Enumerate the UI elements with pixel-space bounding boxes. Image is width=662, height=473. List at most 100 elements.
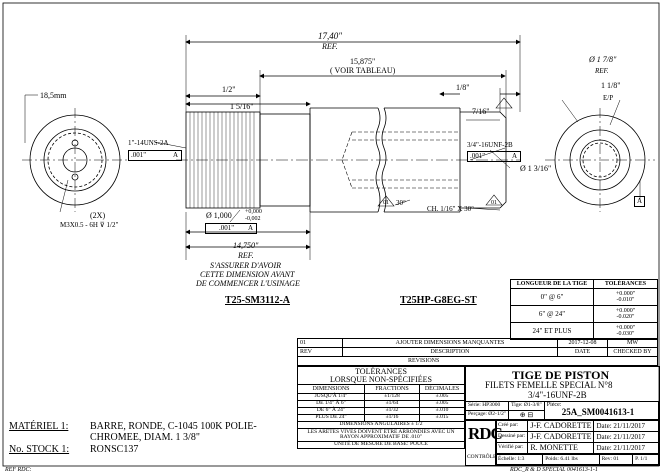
revision: Rev: 01 — [598, 454, 634, 465]
rev-header: REV — [297, 347, 343, 357]
table-length: 15,875" — [350, 57, 376, 66]
chamfer-angle: 30° — [396, 199, 406, 207]
dim-7-16: 7/16" — [472, 107, 490, 116]
verifie-date: Date: 21/11/2017 — [593, 442, 659, 454]
piece-number: 25A_SM0041613-1 — [561, 407, 635, 417]
tol-value-mid: .001" — [219, 224, 235, 232]
signature-table: Créé par: J-F. CADORETTE Date: 21/11/201… — [494, 420, 659, 454]
diam-1-3-16: Ø 1 3/16" — [520, 164, 552, 173]
tol-value-right: .001" — [470, 152, 486, 160]
length-header: LONGUEUR DE LA TIGE — [510, 279, 594, 289]
left-diameter: 18,5mm — [40, 91, 67, 100]
stock-label: No. STOCK 1: — [9, 444, 70, 455]
diam-1000: Ø 1,000 — [206, 211, 232, 220]
datum-right: A — [512, 152, 518, 160]
logo-box: RDC CONTRÔLE — [465, 420, 503, 466]
part-subtitle-2: 3/4"-16UNF-2B — [528, 390, 587, 400]
tol-frame-left: .001" A — [128, 150, 182, 161]
tol-plus-value: +0.000" — [615, 291, 636, 297]
material-label: MATÉRIEL 1: — [9, 421, 69, 432]
side-view — [154, 35, 521, 260]
view-label-left: T25-SM3112-A — [225, 295, 290, 306]
verifie-value: R. MONETTE — [527, 442, 595, 454]
overall-length: 17,40" — [318, 31, 343, 41]
revisions-table: 01 AJOUTER DIMENSIONS MANQUANTES 2017-12… — [297, 338, 658, 366]
ref-length-ref: REF. — [238, 251, 254, 260]
checked-header: CHECKED BY — [607, 347, 658, 357]
length-cell: 0" @ 6" — [510, 288, 594, 306]
length-cell: 6" @ 24" — [510, 305, 594, 323]
tol-minus-value: -0.020" — [616, 314, 635, 320]
table-row: 0" @ 6" +0.000"-0.010" — [510, 288, 658, 306]
tol-minus-value: -0.010" — [616, 297, 635, 303]
chamfer-num2: 01 — [491, 200, 497, 206]
right-diameter: Ø 1 7/8" — [589, 55, 617, 64]
projection-symbol: ⊕ ⊟ — [508, 410, 545, 420]
holes-qty: (2X) — [90, 211, 106, 220]
tol-edges-1: LES ARÊTES VIVES DOIVENT ÊTRE ARRONDIES … — [307, 428, 455, 435]
dessine-value: J-F. CADORETTE — [527, 431, 595, 443]
revisions-title: REVISIONS — [297, 356, 658, 366]
company-logo: RDC — [468, 424, 503, 443]
rev-date: 2017-12-08 — [557, 338, 608, 348]
right-ep: E/P — [603, 94, 614, 102]
tige: Tige: Ø1-3/8" — [508, 401, 545, 411]
cree-date: Date: 21/11/2017 — [593, 420, 659, 432]
tol-edges: LES ARÊTES VIVES DOIVENT ÊTRE ARRONDIES … — [297, 428, 465, 442]
tol-unit: UNITÉ DE MESURE DE BASE: POUCE — [297, 441, 465, 449]
tolerance-header: TOLÉRANCES — [593, 279, 658, 289]
footer-left: REF RDC: — [5, 467, 32, 473]
dim-1-5-16: 1 5/16" — [230, 102, 254, 111]
thread-left: 1"-14UNS-2A — [128, 139, 169, 147]
rev-checked: MW — [607, 338, 658, 348]
right-ref: REF. — [595, 67, 609, 75]
tol-frame-mid: .001" A — [205, 223, 257, 234]
tol-plus-value: +0.000" — [615, 325, 636, 331]
tol-value-left: .001" — [131, 151, 147, 159]
revision-header-row: REV DESCRIPTION DATE CHECKED BY — [297, 347, 658, 357]
length-cell: 24" ET PLUS — [510, 322, 594, 340]
material-value-1: BARRE, RONDE, C-1045 100K POLIE- — [90, 421, 257, 432]
table-row: 6" @ 24" +0.000"-0.020" — [510, 305, 658, 323]
tol-plus-value: +0.000" — [615, 308, 636, 314]
piece-label: Pièce: — [546, 402, 562, 408]
description-header: DESCRIPTION — [342, 347, 558, 357]
rev-description: AJOUTER DIMENSIONS MANQUANTES — [342, 338, 558, 348]
datum-box-right: A — [634, 196, 645, 207]
note-line-2: CETTE DIMENSION AVANT — [200, 270, 295, 279]
ref-length: 14,750" — [233, 241, 259, 250]
rev-number: 01 — [297, 338, 343, 348]
tolerance-cell: +0.000"-0.020" — [593, 305, 658, 323]
material-value-2: CHROMEE, DIAM. 1 3/8" — [90, 432, 200, 443]
table-note: ( VOIR TABLEAU) — [330, 66, 396, 75]
company-logo-sub: CONTRÔLE — [467, 454, 497, 460]
chamfer-num: 01 — [383, 200, 389, 206]
holes-spec: M3X0.5 - 6H ⊽ 1/2" — [60, 221, 119, 229]
part-subtitle-1: FILETS FEMELLE SPECIAL N°8 — [485, 380, 613, 390]
tol-plus: +0,000 — [245, 209, 262, 215]
left-end-view — [22, 94, 128, 213]
table-row: 24" ET PLUS +0.000"-0.030" — [510, 322, 658, 340]
scale: Échelle: 1:3 — [494, 454, 544, 465]
piece-cell: Pièce:25A_SM0041613-1 — [543, 401, 660, 420]
tol-angular: DIMENSIONS ANGULAIRES ± 1/2 — [297, 421, 465, 429]
tol-frame-right: .001" A — [467, 151, 521, 162]
tol-title-1: TOLÉRANCES — [355, 366, 407, 376]
date-header: DATE — [557, 347, 608, 357]
datum-box-right-label: A — [637, 197, 643, 205]
note-line-3: DE COMMENCER L'USINAGE — [196, 279, 300, 288]
part-title: TIGE DE PISTON — [512, 368, 610, 382]
verifie-label: Vérifié par: — [494, 442, 529, 454]
right-end-view — [545, 99, 655, 212]
tolerance-cell: +0.000"-0.010" — [593, 288, 658, 306]
tol-cell: ±.015 — [419, 414, 465, 422]
chamfer-spec: CH. 1/16" X 30° — [427, 205, 474, 213]
footer-right: RDC_R & D SPECIAL 0041613-1-1 — [510, 467, 598, 473]
length-tolerance-table: LONGUEUR DE LA TIGE TOLÉRANCES 0" @ 6" +… — [510, 279, 658, 340]
weight: Poids: 6.41 lbs — [542, 454, 600, 465]
decimal-header: DÉCIMALES — [419, 384, 465, 394]
tolerance-cell: +0.000"-0.030" — [593, 322, 658, 340]
